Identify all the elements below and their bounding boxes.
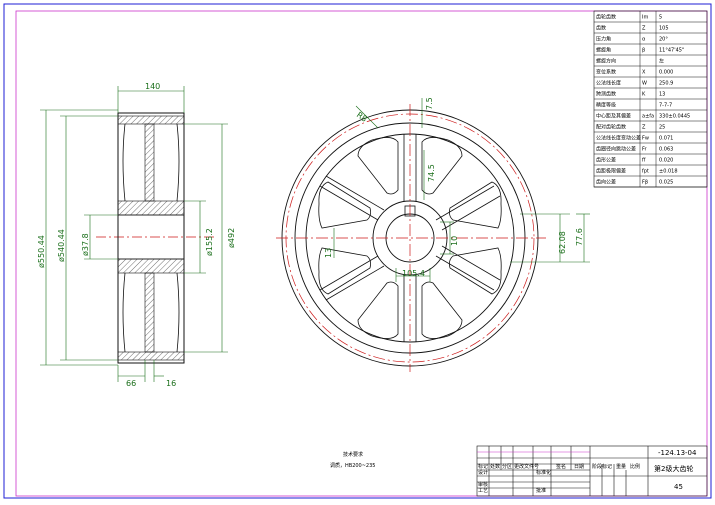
param-name: 螺旋方向 (596, 58, 616, 65)
param-sym: ff (642, 158, 646, 164)
param-name: 公法线长度变动公差 (596, 135, 641, 142)
dim-t776: 77.6 (575, 228, 584, 246)
dim-diam-root: ø540.44 (57, 229, 66, 262)
param-val: 20° (659, 37, 668, 43)
tb-stage: 阶段标记 (592, 463, 612, 470)
param-name: 中心距及其偏差 (596, 113, 631, 120)
param-val: 0.020 (659, 158, 673, 164)
param-name: 变位系数 (596, 69, 616, 76)
param-sym: Fβ (642, 180, 648, 186)
param-name: 齿向公差 (596, 179, 616, 186)
param-name: 齿数 (596, 25, 606, 32)
web-hatch-bottom (144, 272, 155, 353)
param-val: 11°47'45" (659, 48, 684, 54)
param-val: 7-7-7 (659, 103, 672, 109)
drawing-code: -124.13-04 (658, 449, 697, 457)
dim-key-width: 10 (450, 236, 459, 246)
param-val: 13 (659, 92, 665, 98)
param-sym: a±fa (642, 114, 654, 120)
dim-hub-width: 66 (126, 379, 136, 388)
param-val: 0.063 (659, 147, 673, 153)
tb-count: 处数 (490, 463, 500, 470)
tb-approve: 批准 (536, 487, 546, 494)
param-val: 5 (659, 15, 662, 21)
param-val: 105 (659, 26, 669, 32)
param-name: 螺旋角 (596, 47, 611, 54)
param-sym: Z (642, 125, 646, 131)
dim-t105: 105.4 (402, 269, 425, 278)
param-val: ±0.018 (659, 169, 678, 175)
tb-design: 设计 (478, 469, 488, 476)
param-name: 精度等级 (596, 102, 616, 109)
param-val: 0.071 (659, 136, 673, 142)
section-view (96, 112, 214, 364)
dim-width-top: 140 (145, 82, 160, 91)
param-name: 齿形公差 (596, 157, 616, 164)
material: 45 (674, 483, 683, 491)
param-name: 齿距极限偏差 (596, 168, 626, 175)
dim-t6208: 62.08 (558, 231, 567, 254)
tb-mark: 标记 (478, 463, 488, 470)
tb-craft: 工艺 (478, 488, 488, 494)
tb-doc: 更改文件号 (514, 463, 539, 470)
param-sym: fpt (642, 169, 649, 175)
param-val: 左 (659, 58, 664, 65)
dim-t74: 74.5 (427, 164, 436, 182)
param-sym: W (642, 81, 647, 87)
param-sym: Fw (642, 136, 649, 142)
tb-check: 审核 (478, 481, 488, 488)
tb-scale: 比例 (630, 463, 640, 470)
param-val: 250.9 (659, 81, 673, 87)
param-val: 0.000 (659, 70, 673, 76)
tb-weight: 重量 (616, 463, 626, 470)
dim-bore: ø37.8 (81, 233, 90, 256)
title-block (476, 445, 708, 497)
param-sym: α (642, 37, 646, 43)
tb-zone: 分区 (502, 463, 512, 470)
hub-hatch-bottom (117, 258, 185, 274)
param-sym: β (642, 48, 645, 54)
param-sym: Fr (642, 147, 648, 153)
param-name: 压力角 (596, 36, 611, 43)
front-centerlines (276, 104, 546, 372)
param-name: 齿圈径向跳动公差 (596, 146, 636, 153)
param-sym: Im (642, 15, 648, 21)
tb-sign: 签名 (556, 463, 566, 470)
param-name: 公法线长度 (596, 80, 621, 87)
param-val: 0.025 (659, 180, 673, 186)
tech-note-text: 调质，HB200~235 (330, 462, 375, 469)
rim-bottom-hatch (117, 351, 185, 361)
dim-hub: ø155.2 (205, 228, 214, 256)
param-name: 齿轮齿数 (596, 14, 616, 21)
param-val: 25 (659, 125, 665, 131)
dim-t75: 7.5 (425, 97, 434, 110)
tech-note-title: 技术要求 (343, 451, 363, 458)
section-dimensions (40, 86, 228, 382)
dim-t13: 13 (324, 248, 333, 258)
tb-date: 日期 (574, 464, 584, 470)
front-dimensions (333, 98, 590, 282)
rim-top-hatch (117, 115, 185, 125)
part-name: 第2级大齿轮 (654, 464, 693, 473)
param-val: 330±0.0445 (659, 114, 690, 120)
param-sym: X (642, 70, 646, 76)
tb-std: 标准化 (536, 469, 551, 476)
dim-web: 16 (166, 379, 176, 388)
param-sym: Z (642, 26, 646, 32)
parameter-table: 齿轮齿数 Im 5 齿数 Z 105 压力角 α 20° 螺旋角 β 11°47'45" 螺旋方向 左变位… (593, 10, 708, 188)
web-hatch-top (144, 123, 155, 202)
param-name: 配对齿轮齿数 (596, 124, 626, 131)
param-name: 跨测齿数 (596, 91, 616, 98)
dim-diam-outer: ø550.44 (37, 235, 46, 268)
inner-border (15, 10, 708, 497)
hub-hatch-top (117, 200, 185, 216)
dim-rim-inner: ø492 (227, 228, 236, 248)
param-sym: K (642, 92, 646, 98)
outer-border (3, 3, 712, 499)
